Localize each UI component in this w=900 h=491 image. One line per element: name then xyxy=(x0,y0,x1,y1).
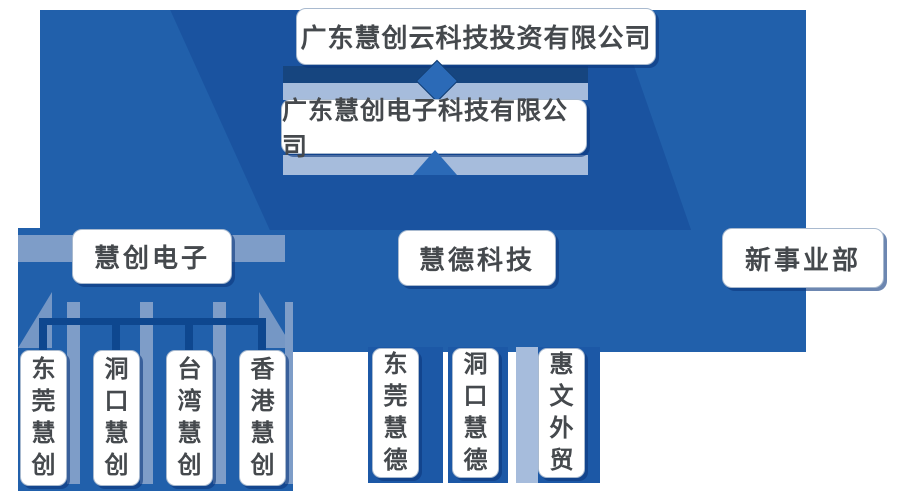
node-subsidiary-dongguan-huichuang: 东莞慧创 xyxy=(20,350,67,486)
group1-accent-stripe xyxy=(140,302,153,484)
node-division-huichuang-electronics: 慧创电子 xyxy=(72,229,232,284)
group1-accent-stripe xyxy=(285,302,293,484)
group1-accent-stripe xyxy=(213,302,226,484)
group1-tree-connector xyxy=(40,318,266,325)
node-subsidiary-taiwan-huichuang: 台湾慧创 xyxy=(166,350,213,486)
node-division-huide-technology: 慧德科技 xyxy=(398,230,556,286)
node-subsidiary-dongkou-huichuang: 洞口慧创 xyxy=(93,350,140,486)
connector-chevron-icon xyxy=(413,150,457,175)
group1-connector-drop xyxy=(112,318,120,352)
node-subsidiary-hongkong-huichuang: 香港慧创 xyxy=(239,350,286,486)
node-subsidiary-dongguan-huide: 东莞慧德 xyxy=(372,348,419,478)
node-holding-company: 广东慧创云科技投资有限公司 xyxy=(296,8,656,65)
node-subsidiary-dongkou-huide: 洞口慧德 xyxy=(452,348,499,478)
group2-column-accent xyxy=(516,347,538,483)
node-subsidiary-huiwen-trade: 惠文外贸 xyxy=(538,348,585,478)
group1-connector-drop xyxy=(39,318,47,352)
group1-connector-drop xyxy=(258,318,266,352)
node-division-new-business: 新事业部 xyxy=(722,228,884,288)
group1-connector-drop xyxy=(185,318,193,352)
node-parent-company: 广东慧创电子科技有限公司 xyxy=(281,97,587,161)
group1-accent-stripe xyxy=(67,302,80,484)
